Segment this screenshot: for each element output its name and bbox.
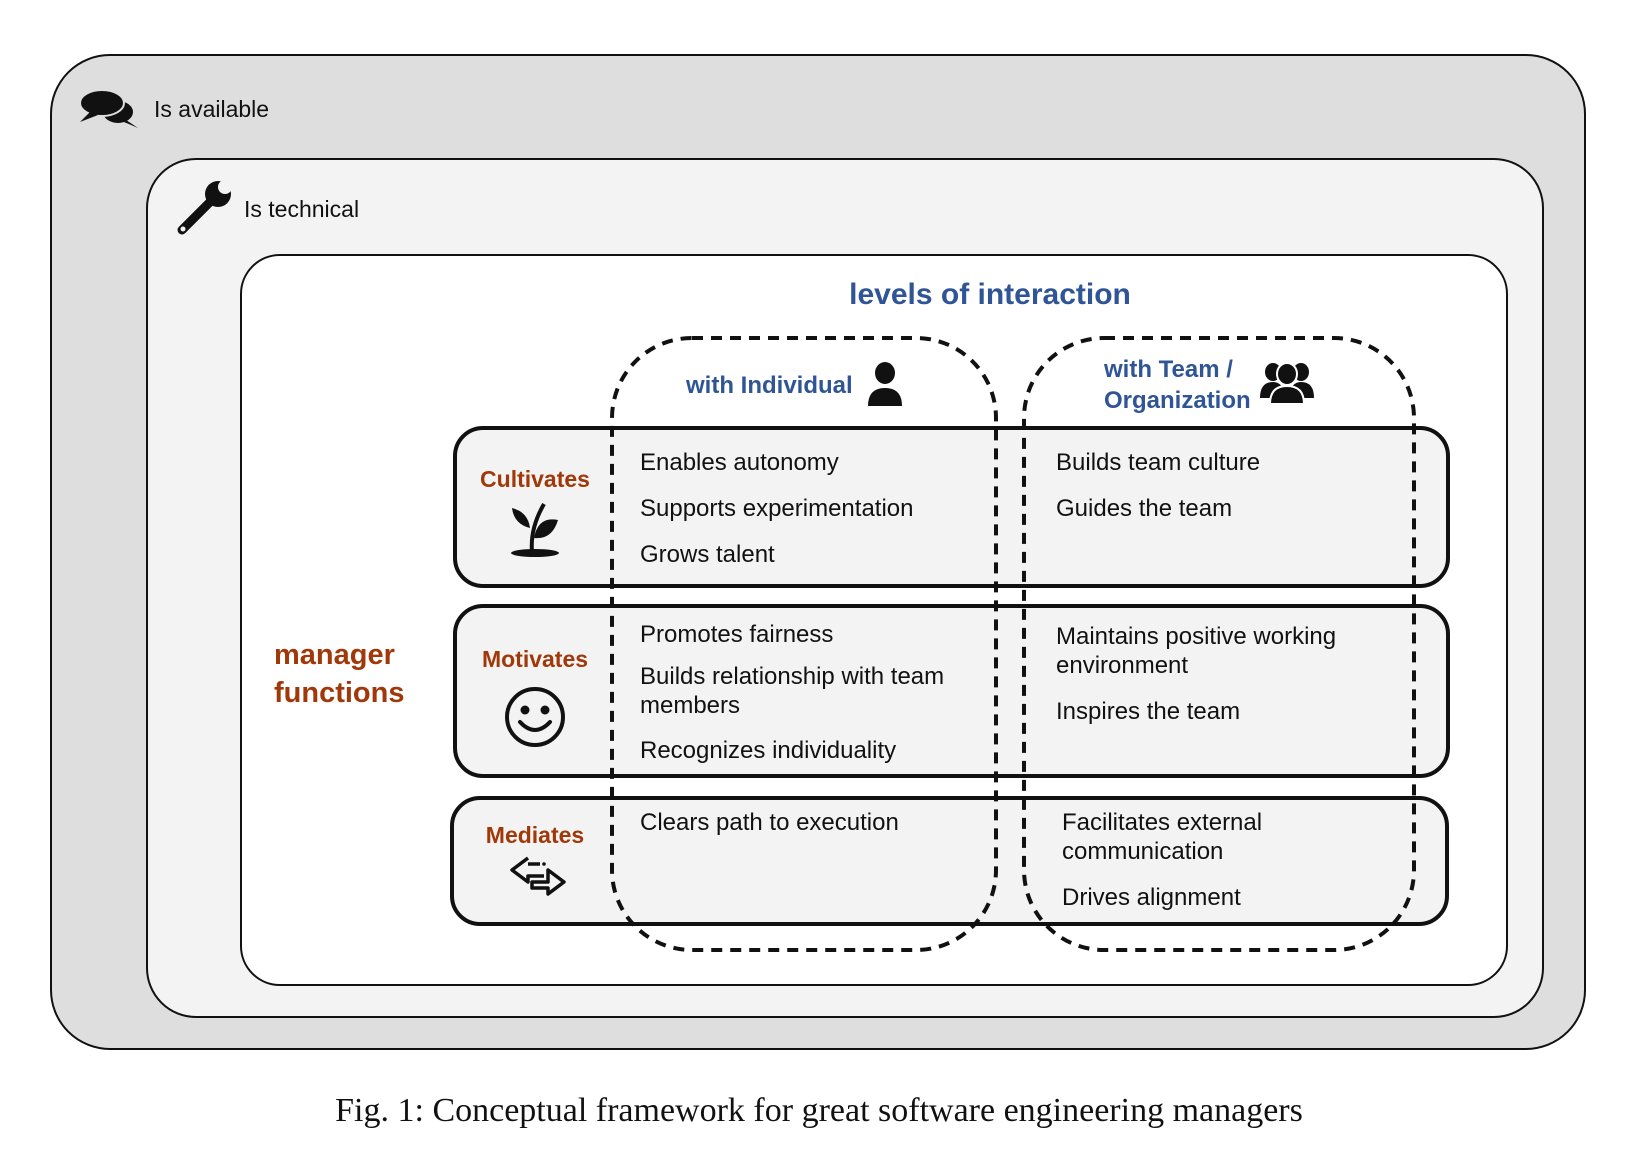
layer-label-technical: Is technical — [244, 196, 360, 222]
list-item: Builds relationship with team — [640, 663, 945, 690]
row-label-motivates: Motivates — [481, 646, 589, 672]
row-cultivates — [453, 426, 1450, 588]
manager-functions-label: manager functions — [274, 636, 405, 712]
levels-of-interaction-title: levels of interaction — [849, 278, 1131, 311]
list-item: Promotes fairness — [640, 621, 834, 648]
row-label-mediates: Mediates — [485, 822, 585, 848]
cultivates-individual-items: Enables autonomy Supports experimentatio… — [640, 448, 914, 569]
column-header-team-line1: with Team / — [1104, 356, 1233, 383]
list-item: members — [640, 692, 741, 719]
list-item: Drives alignment — [1062, 884, 1241, 911]
cultivates-team-items: Builds team culture Guides the team — [1056, 448, 1260, 523]
person-icon — [866, 362, 904, 406]
list-item: environment — [1056, 652, 1189, 679]
speech-bubbles-icon — [79, 88, 142, 132]
motivates-individual-items: Promotes fairness Builds relationship wi… — [640, 620, 944, 765]
list-item: communication — [1062, 838, 1224, 865]
row-label-cultivates: Cultivates — [480, 466, 590, 492]
list-item: Builds team culture — [1056, 449, 1261, 476]
manager-functions-line1: manager — [274, 639, 395, 671]
layer-label-available: Is available — [154, 96, 270, 122]
list-item: Guides the team — [1056, 495, 1233, 522]
column-individual-outline — [610, 336, 998, 952]
column-header-team-line2: Organization — [1104, 387, 1251, 414]
row-mediates — [450, 796, 1449, 926]
column-header-individual: with Individual — [686, 372, 853, 399]
smiley-icon — [504, 686, 566, 748]
row-motivates — [453, 604, 1450, 778]
list-item: Supports experimentation — [640, 495, 914, 522]
manager-functions-line2: functions — [274, 677, 405, 709]
wrench-icon — [176, 180, 232, 236]
list-item: Maintains positive working — [1056, 623, 1337, 650]
column-header-team: with Team / Organization — [1104, 354, 1251, 416]
motivates-team-items: Maintains positive working environment I… — [1056, 622, 1336, 726]
list-item: Recognizes individuality — [640, 737, 897, 764]
figure-caption: Fig. 1: Conceptual framework for great s… — [335, 1092, 1303, 1129]
list-item: Inspires the team — [1056, 698, 1241, 725]
mediates-individual-items: Clears path to execution — [640, 808, 899, 837]
list-item: Enables autonomy — [640, 449, 839, 476]
list-item: Clears path to execution — [640, 809, 899, 836]
sprout-icon — [508, 498, 562, 558]
list-item: Grows talent — [640, 541, 775, 568]
mediates-team-items: Facilitates external communication Drive… — [1062, 808, 1262, 912]
column-team-outline — [1022, 336, 1416, 952]
list-item: Facilitates external — [1062, 809, 1263, 836]
group-icon — [1260, 360, 1314, 405]
exchange-arrows-icon — [508, 856, 570, 896]
